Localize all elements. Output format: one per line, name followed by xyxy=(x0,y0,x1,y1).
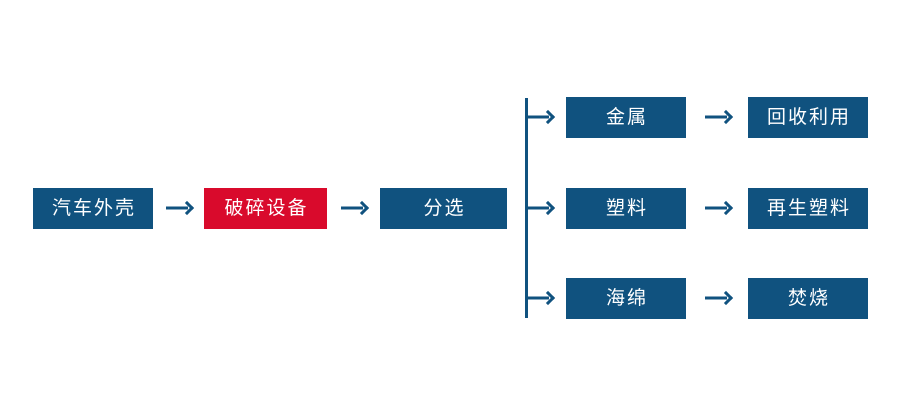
vertical-split-bus xyxy=(525,98,528,318)
arrow-shaft xyxy=(705,296,727,300)
node-label: 海绵 xyxy=(605,288,648,309)
node-metal[interactable]: 金属 xyxy=(566,97,686,138)
arrow-bus-to-sponge xyxy=(527,288,556,308)
arrow-head xyxy=(354,200,370,216)
node-label: 再生塑料 xyxy=(766,198,851,219)
node-plastic[interactable]: 塑料 xyxy=(566,188,686,229)
node-crusher[interactable]: 破碎设备 xyxy=(204,188,327,229)
arrow-shaft xyxy=(166,206,188,210)
arrow-shaft xyxy=(527,115,549,119)
node-sorting[interactable]: 分选 xyxy=(380,188,507,229)
arrow-bus-to-plastic xyxy=(527,198,556,218)
node-label: 分选 xyxy=(423,198,466,219)
node-recycled-plastic[interactable]: 再生塑料 xyxy=(748,188,868,229)
arrow-shaft xyxy=(527,296,549,300)
arrow-head xyxy=(718,109,734,125)
node-recycle[interactable]: 回收利用 xyxy=(748,97,868,138)
node-label: 汽车外壳 xyxy=(51,198,136,219)
node-label: 破碎设备 xyxy=(224,198,309,219)
arrow-shaft xyxy=(341,206,363,210)
node-label: 焚烧 xyxy=(787,288,830,309)
arrow-shaft xyxy=(705,206,727,210)
arrow-head xyxy=(718,290,734,306)
arrow-shaft xyxy=(705,115,727,119)
arrow-sponge-to-incineration xyxy=(705,288,734,308)
arrow-metal-to-recycle xyxy=(705,107,734,127)
arrow-car-shell-to-crusher xyxy=(166,198,195,218)
arrow-head xyxy=(718,200,734,216)
node-sponge[interactable]: 海绵 xyxy=(566,278,686,319)
node-label: 塑料 xyxy=(605,198,648,219)
arrow-head xyxy=(540,200,556,216)
arrow-crusher-to-sorting xyxy=(341,198,370,218)
node-label: 金属 xyxy=(605,107,648,128)
node-label: 回收利用 xyxy=(766,107,851,128)
arrow-bus-to-metal xyxy=(527,107,556,127)
node-car-shell[interactable]: 汽车外壳 xyxy=(33,188,153,229)
arrow-head xyxy=(540,109,556,125)
arrow-head xyxy=(179,200,195,216)
node-incineration[interactable]: 焚烧 xyxy=(748,278,868,319)
arrow-head xyxy=(540,290,556,306)
arrow-shaft xyxy=(527,206,549,210)
arrow-plastic-to-recycled-plastic xyxy=(705,198,734,218)
